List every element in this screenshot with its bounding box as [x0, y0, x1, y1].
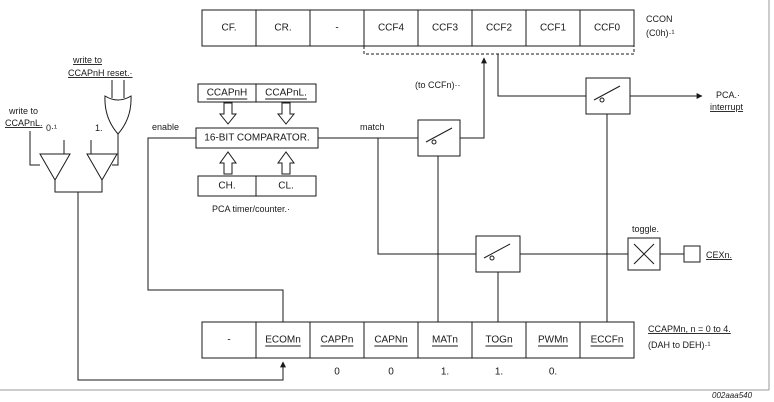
- set-zero-label: 0·¹: [46, 123, 57, 133]
- figure-id: 002aaa540: [712, 391, 753, 400]
- ccon-cell-ccf1: CCF1: [540, 23, 567, 34]
- ccon-cell-ccf4: CCF4: [378, 23, 405, 34]
- toggle-flipflop: [627, 237, 661, 271]
- ch-register: CH.: [197, 175, 257, 197]
- wire-ccf-to-interrupt-switch: [497, 54, 586, 97]
- ccapm-cell-ecomn: ECOMn: [265, 335, 301, 346]
- ccon-cell-cf: CF.: [222, 23, 237, 34]
- value-pwmn: 0.: [549, 367, 557, 378]
- ccapm-register: - ECOMn CAPPn CAPNn MATn TOGn PWMn ECCFn: [201, 321, 635, 359]
- value-togn: 1.: [495, 367, 503, 378]
- match-switch: [417, 119, 461, 157]
- enable-label: enable: [152, 122, 179, 132]
- or-gate: [104, 80, 132, 135]
- set-one-label: 1.: [95, 123, 103, 133]
- ccapm-cell-pwmn: PWMn: [538, 335, 568, 346]
- ccon-cell-cr: CR.: [274, 23, 291, 34]
- pca-interrupt-line1: PCA.·: [716, 90, 740, 100]
- ccapm-name: CCAPMn, n = 0 to 4.: [648, 324, 731, 334]
- ccon-cell-ccf0: CCF0: [594, 23, 621, 34]
- pca-timer-label: PCA timer/counter.·: [212, 204, 290, 214]
- match-label: match: [360, 122, 385, 132]
- value-matn: 1.: [441, 367, 449, 378]
- value-capnn: 0: [388, 367, 394, 378]
- ch-to-comparator-arrow: [219, 151, 237, 175]
- ccapnl-to-comparator-arrow: [276, 102, 296, 125]
- ccapm-cell-reserved: -: [227, 335, 230, 346]
- ccapm-cell-eccfn: ECCFn: [591, 335, 624, 346]
- wire-ccapnl-to-gate: [29, 131, 40, 166]
- wire-to-ccfn: [460, 57, 487, 139]
- ccapm-cell-matn: MATn: [432, 335, 458, 346]
- ccapnh-label: CCAPnH: [207, 88, 248, 99]
- ccon-address: (C0h)·¹: [646, 28, 675, 38]
- toggle-switch: [475, 235, 521, 273]
- cexn-pin: [683, 245, 701, 263]
- write-ccapnl-line1: write to: [8, 106, 38, 116]
- buffer-left: [39, 153, 71, 182]
- ccapm-cell-cappn: CAPPn: [321, 335, 354, 346]
- toggle-label: toggle.: [632, 224, 659, 234]
- ccapnh-to-comparator-arrow: [218, 102, 238, 125]
- ccapm-address: (DAH to DEH)·¹: [648, 340, 711, 350]
- comparator-label: 16-BIT COMPARATOR.: [204, 133, 309, 144]
- ccon-name: CCON: [646, 14, 673, 24]
- value-cappn: 0: [334, 367, 340, 378]
- cl-register: CL.: [255, 175, 317, 197]
- write-ccapnh-line1: write to: [72, 55, 102, 65]
- ch-label: CH.: [218, 181, 235, 192]
- ccapnl-label: CCAPnL.: [265, 88, 307, 99]
- wire-or-to-gate: [112, 134, 119, 166]
- cl-label: CL.: [278, 181, 294, 192]
- to-ccfn-label: (to CCFn)··: [415, 80, 461, 90]
- wire-match-to-toggle-switch: [377, 138, 476, 255]
- write-ccapnl-line2: CCAPnL.: [5, 118, 43, 128]
- buffer-right: [86, 153, 118, 182]
- write-ccapnh-line2: CCAPnH reset.·: [68, 68, 133, 78]
- ccapnl-register: CCAPnL.: [255, 83, 317, 103]
- interrupt-switch: [585, 77, 631, 115]
- ccapnh-register: CCAPnH: [197, 83, 257, 103]
- ccon-cell-reserved: -: [335, 23, 338, 34]
- wire-enable: [147, 137, 284, 322]
- cl-to-comparator-arrow: [277, 151, 295, 175]
- ccapm-cell-capnn: CAPNn: [374, 335, 407, 346]
- ccf-flags-bracket: [363, 46, 635, 55]
- wire-buffer-join: [54, 180, 103, 193]
- cexn-label: CEXn.: [706, 250, 732, 260]
- pca-interrupt-line2: interrupt: [710, 102, 744, 112]
- ccon-register: CF. CR. - CCF4 CCF3 CCF2 CCF1 CCF0: [201, 9, 635, 47]
- ccon-cell-ccf3: CCF3: [432, 23, 459, 34]
- wire-to-ecomn: [77, 192, 286, 381]
- comparator-16bit: 16-BIT COMPARATOR.: [195, 127, 319, 149]
- ccapm-cell-togn: TOGn: [485, 335, 512, 346]
- ccon-cell-ccf2: CCF2: [486, 23, 513, 34]
